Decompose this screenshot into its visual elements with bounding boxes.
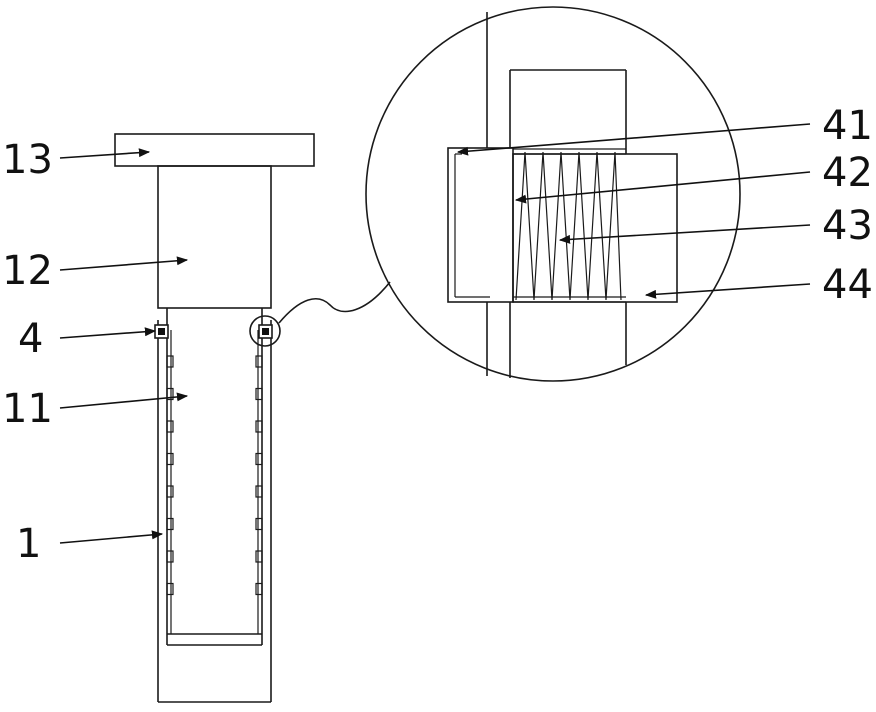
slot-left bbox=[166, 355, 174, 368]
slot-right bbox=[255, 355, 263, 368]
side-slots bbox=[166, 355, 263, 596]
top-plate-13 bbox=[114, 133, 315, 167]
latch-assembly-4-left bbox=[154, 324, 169, 339]
slot-right bbox=[255, 485, 263, 498]
slot-left bbox=[166, 517, 174, 531]
label-13: 13 bbox=[2, 137, 53, 183]
slot-left bbox=[166, 485, 174, 498]
label-41: 41 bbox=[822, 103, 873, 149]
slot-right bbox=[255, 582, 263, 596]
slot-left bbox=[166, 582, 174, 596]
leader-lines bbox=[59, 123, 811, 544]
label-42: 42 bbox=[822, 150, 873, 196]
upper-block-12 bbox=[157, 165, 272, 309]
slot-left bbox=[166, 387, 174, 401]
slot-right bbox=[255, 517, 263, 531]
slot-right bbox=[255, 550, 263, 563]
label-12: 12 bbox=[2, 248, 53, 294]
latch-assembly-4-right bbox=[258, 324, 273, 339]
label-44: 44 bbox=[822, 262, 873, 308]
label-4: 4 bbox=[18, 316, 43, 362]
slot-left bbox=[166, 452, 174, 466]
detail-connector-line bbox=[278, 281, 391, 324]
slot-left bbox=[166, 550, 174, 563]
detail-enlarged-view bbox=[365, 6, 741, 382]
slot-right bbox=[255, 452, 263, 466]
slot-right bbox=[255, 420, 263, 433]
label-1: 1 bbox=[16, 521, 41, 567]
outer-tube-1 bbox=[157, 320, 272, 703]
slot-left bbox=[166, 420, 174, 433]
label-43: 43 bbox=[822, 203, 873, 249]
slot-right bbox=[255, 387, 263, 401]
label-11: 11 bbox=[2, 386, 53, 432]
detail-indicator-circle bbox=[249, 315, 281, 347]
inner-rod-11 bbox=[166, 308, 263, 646]
